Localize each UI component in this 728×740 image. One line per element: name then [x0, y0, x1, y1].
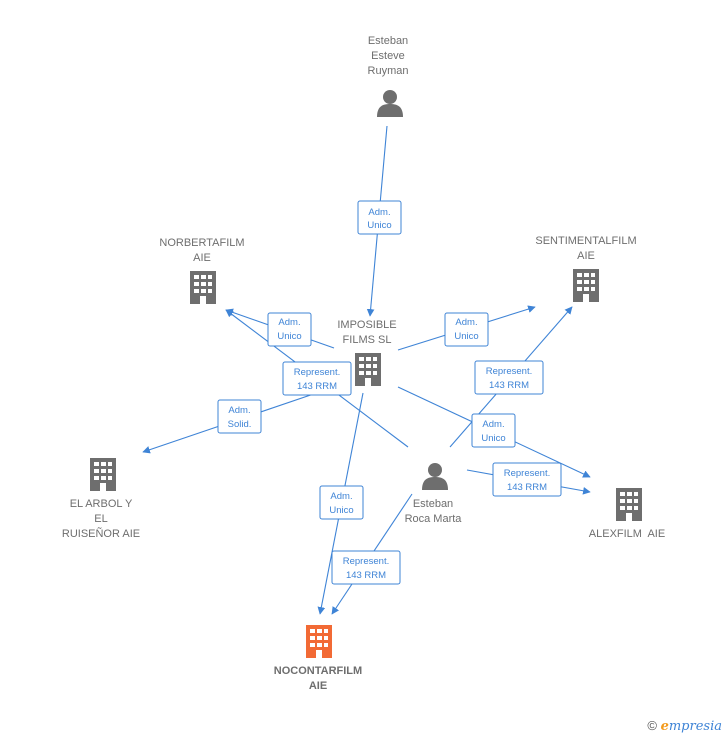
- node-sentimentalfilm[interactable]: SENTIMENTALFILM AIE: [535, 235, 637, 302]
- building-icon: [573, 269, 599, 302]
- edge-label-imposible-alexfilm[interactable]: Adm. Unico: [471, 413, 516, 448]
- node-label: FILMS SL: [343, 334, 392, 346]
- edge-label-line: Adm.: [278, 317, 300, 328]
- copyright-symbol: ©: [647, 718, 657, 733]
- node-label: RUISEÑOR AIE: [62, 527, 140, 540]
- edge-label-line: 143 RRM: [297, 381, 337, 392]
- node-label: AIE: [309, 680, 327, 692]
- building-icon: [90, 458, 116, 491]
- node-el-arbol[interactable]: EL ARBOL Y EL RUISEÑOR AIE: [62, 458, 140, 540]
- node-label: Esteban: [368, 35, 408, 47]
- node-label: AIE: [193, 252, 211, 264]
- edge-label-line: 143 RRM: [507, 482, 547, 493]
- node-nocontarfilm[interactable]: NOCONTARFILM AIE: [274, 625, 362, 692]
- node-esteban-esteve[interactable]: Esteban Esteve Ruyman: [368, 35, 409, 117]
- node-esteban-roca[interactable]: Esteban Roca Marta: [405, 463, 463, 525]
- edge-label-imposible-elarbol[interactable]: Adm. Solid.: [217, 399, 262, 434]
- edge-labels: Adm. Unico Adm. Unico Adm. Unico Represe…: [217, 200, 562, 585]
- node-label: Ruyman: [368, 65, 409, 77]
- edge-label-line: 143 RRM: [489, 380, 529, 391]
- edge-label-roca-norbertafilm[interactable]: Represent. 143 RRM: [282, 361, 352, 396]
- node-label: Esteban: [413, 498, 453, 510]
- edge-label-imposible-sentimentalfilm[interactable]: Adm. Unico: [444, 312, 489, 347]
- building-icon: [616, 488, 642, 521]
- edge-label-line: Adm.: [228, 405, 250, 416]
- logo-text: mpresia: [668, 719, 722, 734]
- node-label: Roca Marta: [405, 513, 463, 525]
- node-label: AIE: [577, 250, 595, 262]
- node-imposible-films[interactable]: IMPOSIBLE FILMS SL: [337, 319, 397, 386]
- building-icon: [355, 353, 381, 386]
- edge-label-line: Unico: [329, 505, 353, 516]
- edge-label-esteve-imposible[interactable]: Adm. Unico: [357, 200, 402, 235]
- person-icon: [377, 90, 403, 117]
- building-icon-highlighted: [306, 625, 332, 658]
- edge-label-line: 143 RRM: [346, 570, 386, 581]
- node-label: EL: [94, 513, 107, 525]
- edge-label-line: Adm.: [330, 491, 352, 502]
- node-label: SENTIMENTALFILM: [535, 235, 636, 247]
- edge-label-imposible-norbertafilm[interactable]: Adm. Unico: [267, 312, 312, 347]
- edge-label-line: Solid.: [228, 419, 252, 430]
- edge-label-line: Represent.: [486, 366, 532, 377]
- edge-label-line: Unico: [367, 220, 391, 231]
- edge-label-line: Adm.: [368, 207, 390, 218]
- edge-label-line: Represent.: [294, 367, 340, 378]
- edge-label-line: Unico: [481, 433, 505, 444]
- edge-label-line: Adm.: [455, 317, 477, 328]
- edge-label-imposible-nocontarfilm[interactable]: Adm. Unico: [319, 485, 364, 520]
- node-label: NOCONTARFILM: [274, 665, 362, 677]
- edge-label-line: Unico: [277, 331, 301, 342]
- node-label: ALEXFILM AIE: [589, 528, 665, 540]
- building-icon: [190, 271, 216, 304]
- node-alexfilm[interactable]: ALEXFILM AIE: [589, 488, 665, 540]
- empresia-logo[interactable]: empresia: [661, 719, 722, 734]
- node-label: EL ARBOL Y: [70, 498, 133, 510]
- edge-label-line: Represent.: [343, 556, 389, 567]
- node-label: Esteve: [371, 50, 405, 62]
- logo-initial: e: [660, 719, 669, 734]
- node-label: NORBERTAFILM: [159, 237, 244, 249]
- footer-brand: © empresia: [647, 718, 722, 734]
- edge-label-line: Represent.: [504, 468, 550, 479]
- edge-label-line: Unico: [454, 331, 478, 342]
- edge-label-roca-nocontarfilm[interactable]: Represent. 143 RRM: [331, 550, 401, 585]
- edge-label-line: Adm.: [482, 419, 504, 430]
- node-norbertafilm[interactable]: NORBERTAFILM AIE: [159, 237, 245, 304]
- person-icon: [422, 463, 448, 490]
- node-label: IMPOSIBLE: [337, 319, 396, 331]
- edge-label-roca-alexfilm[interactable]: Represent. 143 RRM: [492, 462, 562, 497]
- edge-label-roca-sentimentalfilm[interactable]: Represent. 143 RRM: [474, 360, 544, 395]
